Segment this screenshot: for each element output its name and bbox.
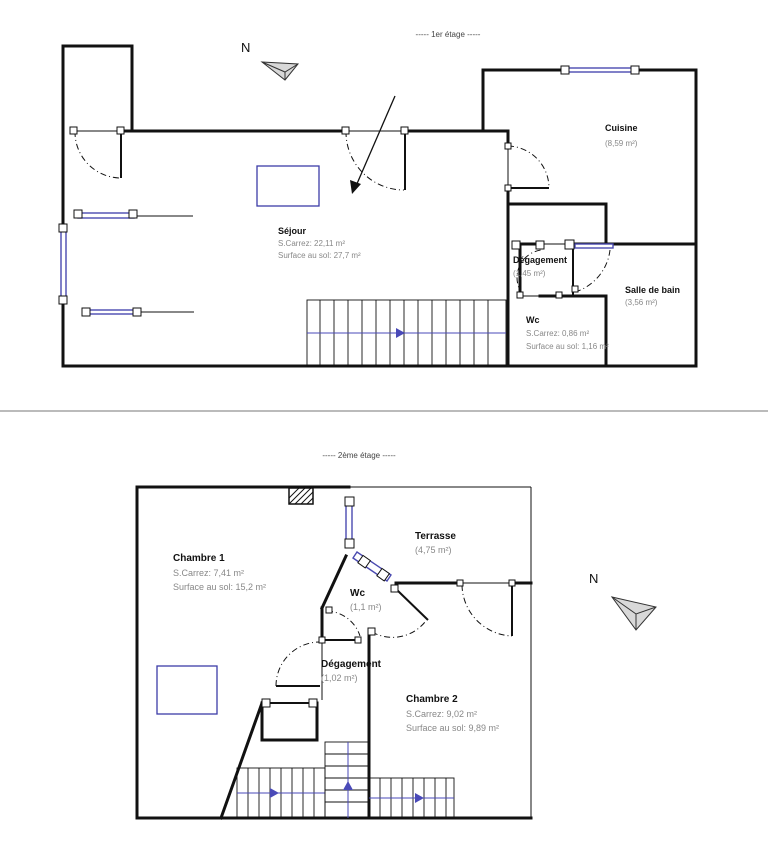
sejour-fixture: [256, 165, 320, 207]
first-floor-title: ----- 1er étage -----: [416, 30, 481, 39]
svg-text:S.Carrez: 9,02 m²: S.Carrez: 9,02 m²: [406, 709, 477, 719]
first-floor-windows: [60, 67, 636, 315]
room-name: Dégagement: [513, 255, 567, 265]
svg-text:S.Carrez: 22,11 m²: S.Carrez: 22,11 m²: [278, 239, 345, 248]
svg-text:Surface au sol: 15,2 m²: Surface au sol: 15,2 m²: [173, 582, 266, 592]
room-chambre-1: Chambre 1 S.Carrez: 7,41 m² Surface au s…: [173, 553, 266, 592]
svg-text:Surface au sol: 9,89 m²: Surface au sol: 9,89 m²: [406, 723, 499, 733]
first-floor-nodes: [58, 65, 640, 317]
room-wc-2: Wc (1,1 m²): [350, 588, 382, 612]
room-terrasse: Terrasse (4,75 m²): [415, 531, 456, 555]
second-floor-nodes: [261, 496, 516, 708]
room-sejour: Séjour S.Carrez: 22,11 m² Surface au sol…: [278, 226, 361, 260]
svg-text:Surface au sol: 27,7 m²: Surface au sol: 27,7 m²: [278, 251, 361, 260]
room-name: Salle de bain: [625, 285, 680, 295]
room-wc: Wc S.Carrez: 0,86 m² Surface au sol: 1,1…: [526, 315, 609, 351]
second-floor-staircase: [236, 741, 455, 819]
svg-text:(8,59 m²): (8,59 m²): [605, 139, 638, 148]
chimney: [288, 487, 314, 505]
second-floor-plan: ----- 2ème étage ----- N: [135, 451, 657, 820]
room-name: Wc: [526, 315, 540, 325]
svg-text:S.Carrez: 7,41 m²: S.Carrez: 7,41 m²: [173, 568, 244, 578]
north-label: N: [589, 571, 598, 586]
first-floor-plan: ----- 1er étage ----- N: [58, 30, 698, 368]
second-floor-doors: [275, 584, 513, 687]
room-cuisine: Cuisine (8,59 m²): [605, 123, 638, 148]
room-name: Wc: [350, 588, 365, 599]
entry-arrow-icon: [350, 95, 396, 194]
room-name: Terrasse: [415, 531, 456, 542]
svg-text:(1,1 m²): (1,1 m²): [350, 602, 382, 612]
svg-text:(4,75 m²): (4,75 m²): [415, 545, 452, 555]
stair-direction-icon: [396, 328, 405, 338]
svg-text:(1,02 m²): (1,02 m²): [321, 673, 358, 683]
room-name: Séjour: [278, 226, 307, 236]
north-label: N: [241, 40, 250, 55]
first-floor-doors: [74, 130, 611, 296]
first-floor-walls: [61, 44, 698, 368]
svg-text:Surface au sol: 1,16 m²: Surface au sol: 1,16 m²: [526, 342, 609, 351]
first-floor-thin-lines: [75, 130, 573, 313]
room-degagement: Dégagement (1,45 m²): [513, 255, 567, 278]
north-arrow-icon-2: N: [589, 571, 657, 631]
second-floor-walls: [135, 485, 533, 820]
first-floor-staircase: [306, 299, 507, 367]
room-name: Chambre 2: [406, 694, 458, 705]
room-name: Chambre 1: [173, 553, 225, 564]
room-salle-de-bain: Salle de bain (3,56 m²): [625, 285, 680, 307]
chambre1-fixture: [156, 665, 218, 715]
room-name: Dégagement: [321, 659, 382, 670]
svg-text:(3,56 m²): (3,56 m²): [625, 298, 658, 307]
north-arrow-icon: N: [241, 40, 300, 81]
second-floor-title: ----- 2ème étage -----: [322, 451, 396, 460]
room-name: Cuisine: [605, 123, 638, 133]
svg-text:(1,45 m²): (1,45 m²): [513, 269, 546, 278]
room-degagement-2: Dégagement (1,02 m²): [321, 659, 382, 683]
svg-text:S.Carrez: 0,86 m²: S.Carrez: 0,86 m²: [526, 329, 589, 338]
room-chambre-2: Chambre 2 S.Carrez: 9,02 m² Surface au s…: [406, 694, 499, 733]
